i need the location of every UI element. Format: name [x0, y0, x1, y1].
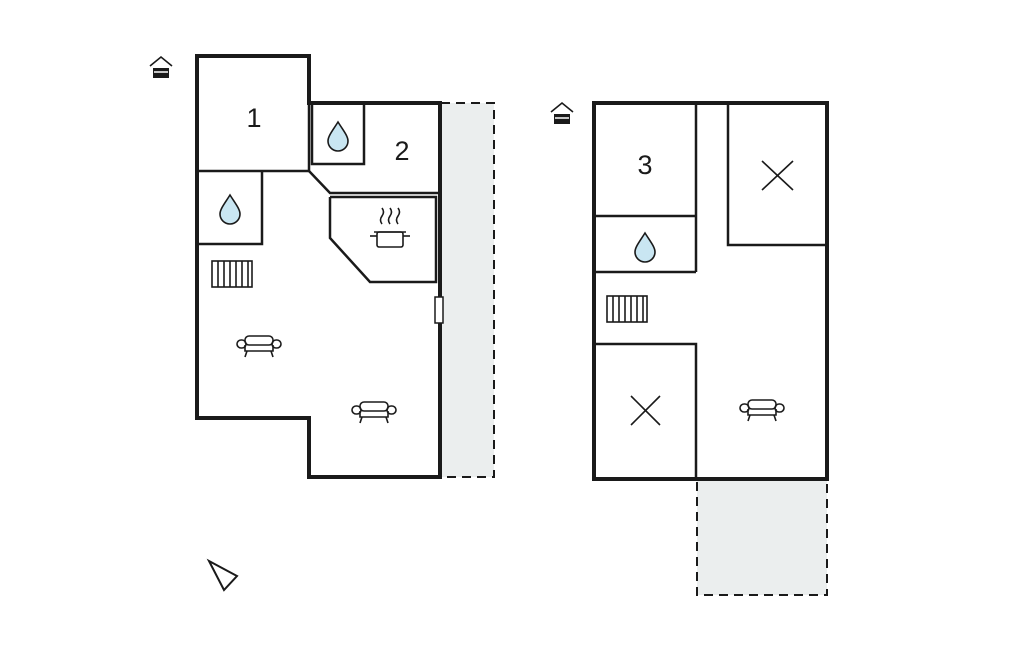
door-icon: [434, 296, 444, 324]
ground-floor-outer-wall: [195, 54, 442, 479]
kitchen-pot-icon: [370, 207, 410, 248]
terrace-area: [440, 102, 495, 478]
open-to-below-icon: [761, 160, 794, 191]
radiator-icon: [606, 295, 648, 323]
upper-floor-outer-wall: [592, 101, 829, 481]
room-number-3: 3: [637, 150, 652, 180]
balcony-area: [696, 478, 828, 596]
radiator-icon: [211, 260, 253, 288]
shower-icon: [634, 232, 656, 263]
open-to-below-icon: [630, 395, 661, 426]
upper-floor-interior-walls: [596, 103, 827, 479]
north-arrow-icon: [206, 558, 239, 592]
floor-indicator-icon: [149, 56, 173, 79]
upper-floor-plan: 3: [550, 101, 829, 596]
ground-floor-interior-walls: [197, 103, 440, 284]
sofa-icon: [351, 401, 397, 424]
ground-floor-plan: 1 2: [149, 54, 495, 479]
room-number-1: 1: [246, 103, 261, 133]
floor-indicator-icon: [550, 102, 574, 125]
shower-icon: [327, 121, 349, 152]
room-number-2: 2: [394, 136, 409, 166]
shower-icon: [219, 194, 241, 225]
sofa-icon: [236, 335, 282, 358]
sofa-icon: [739, 399, 785, 422]
